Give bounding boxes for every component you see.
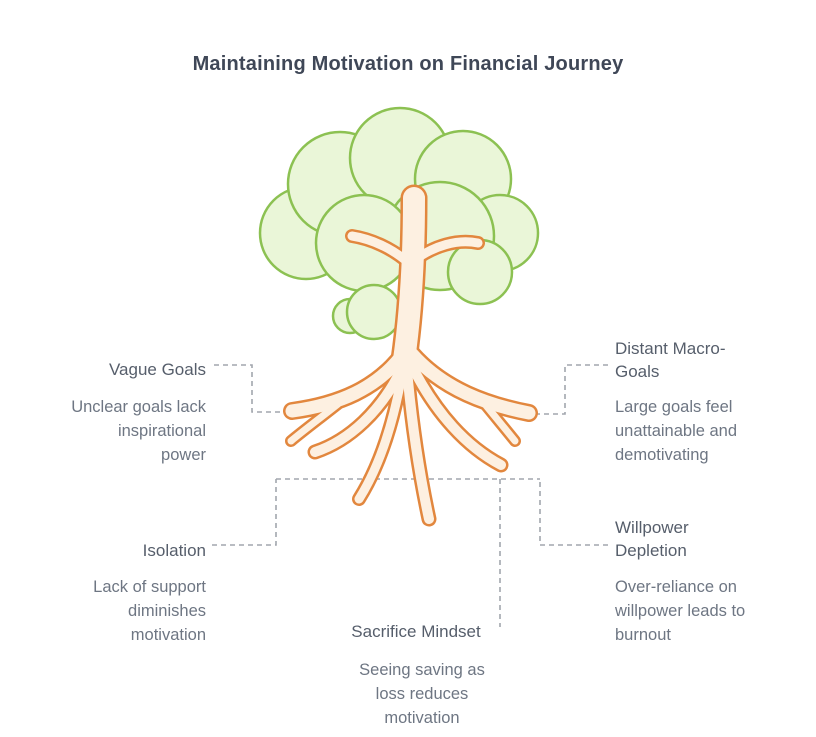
willpower-depletion-label: Willpower Depletion (615, 518, 689, 560)
connector-lines (212, 364, 608, 627)
connector-distant-macro-goals (532, 364, 608, 415)
isolation-description: Lack of support diminishes motivation (93, 578, 206, 644)
vague-goals-label: Vague Goals (108, 360, 206, 379)
connector-vague-goals (214, 364, 296, 413)
sacrifice-mindset-description: Seeing saving as loss reduces motivation (359, 661, 485, 727)
distant-macro-goals-label: Distant Macro- Goals (615, 339, 726, 381)
diagram-title: Maintaining Motivation on Financial Jour… (192, 53, 624, 75)
vague-goals-description: Unclear goals lack inspirational power (71, 398, 206, 464)
distant-macro-goals-description: Large goals feel unattainable and demoti… (615, 398, 738, 464)
sacrifice-mindset-label: Sacrifice Mindset (351, 622, 481, 641)
tree-foliage (258, 106, 540, 341)
tree-trunk-fill (285, 187, 536, 524)
willpower-depletion-description: Over-reliance on willpower leads to burn… (615, 578, 746, 644)
isolation-label: Isolation (142, 541, 206, 560)
connector-willpower (539, 479, 608, 546)
connector-isolation (212, 479, 277, 546)
